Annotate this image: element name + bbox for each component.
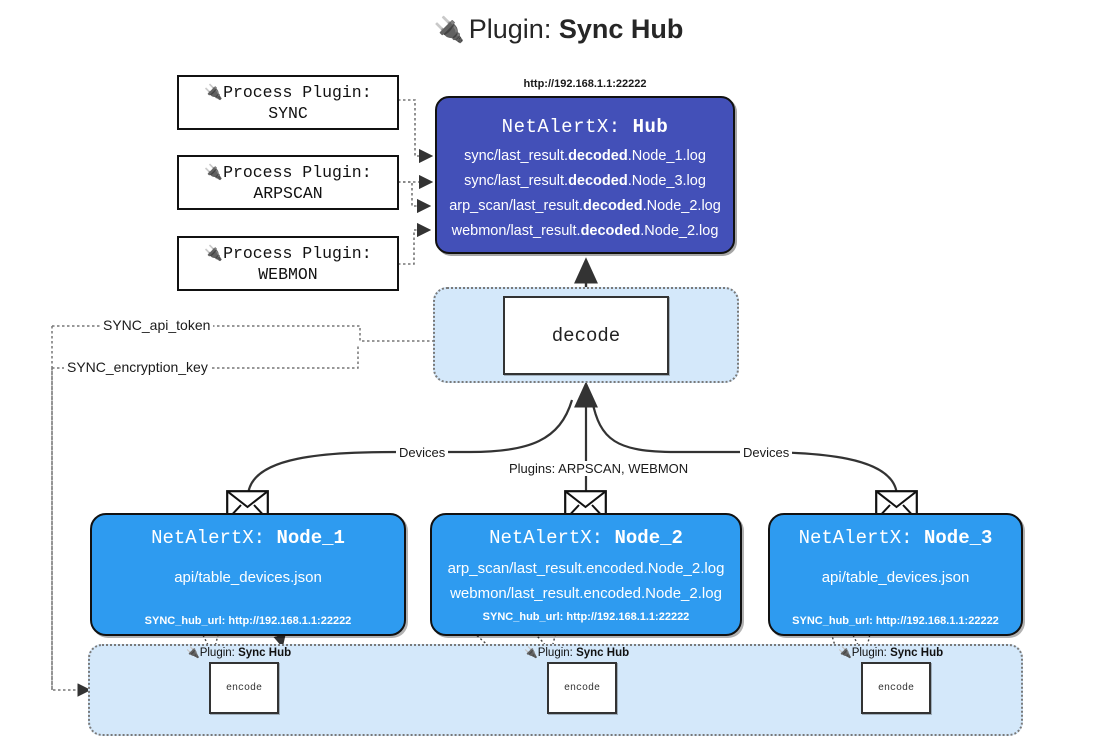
log-emphasis: decoded [582, 198, 643, 214]
node-card-node-3[interactable]: NetAlertX: Node_3 api/table_devices.json… [768, 513, 1023, 636]
process-plugin-webmon-box[interactable]: 🔌Process Plugin: WEBMON [177, 236, 399, 291]
node-title: NetAlertX: Node_1 [92, 527, 404, 549]
log-post: .Node_2.log [642, 198, 721, 214]
hub-log-list: sync/last_result.decoded.Node_1.log sync… [437, 144, 733, 244]
log-pre: sync/last_result. [464, 148, 569, 164]
hub-title: NetAlertX: Hub [437, 116, 733, 138]
node-title-name: Node_1 [276, 527, 345, 549]
page-title-name: Sync Hub [558, 14, 684, 44]
log-emphasis: decoded [568, 148, 628, 164]
sync-api-token-label: SYNC_api_token [100, 317, 214, 333]
hub-log-item: sync/last_result.decoded.Node_3.log [437, 169, 733, 194]
encoder-plugin-label-2: 🔌Plugin: Sync Hub [524, 646, 629, 659]
process-plugin-name: SYNC [268, 103, 308, 123]
process-plugin-name: WEBMON [258, 264, 318, 284]
node-title-name: Node_3 [924, 527, 993, 549]
process-plugin-name: ARPSCAN [253, 183, 323, 203]
plug-icon: 🔌 [186, 646, 200, 659]
log-post: .Node_1.log [627, 148, 706, 164]
log-pre: webmon/last_result. [451, 223, 581, 239]
page-title: 🔌Plugin: Sync Hub [0, 14, 1117, 45]
encode-box-1[interactable]: encode [209, 662, 279, 714]
process-plugin-label: Process Plugin: [223, 82, 372, 102]
node-line: api/table_devices.json [821, 569, 970, 586]
encode-box-3[interactable]: encode [861, 662, 931, 714]
hub-title-prefix: NetAlertX: [501, 116, 621, 138]
encoder-name: Sync Hub [576, 647, 630, 659]
process-plugin-sync-box[interactable]: 🔌Process Plugin: SYNC [177, 75, 399, 130]
node-title-prefix: NetAlertX: [798, 527, 913, 549]
plug-icon: 🔌 [204, 162, 224, 181]
decode-box[interactable]: decode [503, 296, 669, 375]
log-post: .Node_2.log [640, 223, 719, 239]
sync-encryption-key-label: SYNC_encryption_key [64, 359, 211, 375]
log-pre: sync/last_result. [464, 173, 569, 189]
hub-url-label: http://192.168.1.1:22222 [523, 78, 647, 90]
process-plugin-arpscan-box[interactable]: 🔌Process Plugin: ARPSCAN [177, 155, 399, 210]
plug-icon: 🔌 [433, 16, 465, 44]
encoder-prefix: Plugin: [537, 647, 573, 659]
process-plugin-label: Process Plugin: [223, 243, 372, 263]
plug-icon: 🔌 [204, 82, 224, 101]
edge-label-devices-right: Devices [740, 445, 793, 460]
page-title-prefix: Plugin: [468, 14, 552, 44]
hub-title-name: Hub [632, 116, 669, 138]
plug-icon: 🔌 [838, 646, 852, 659]
node-title: NetAlertX: Node_3 [770, 527, 1021, 549]
node-title: NetAlertX: Node_2 [432, 527, 740, 549]
node-card-node-1[interactable]: NetAlertX: Node_1 api/table_devices.json… [90, 513, 406, 636]
node-hub-url-label: SYNC_hub_url: http://192.168.1.1:22222 [482, 611, 690, 623]
encoder-plugin-label-3: 🔌Plugin: Sync Hub [838, 646, 943, 659]
edge-label-devices-left: Devices [396, 445, 449, 460]
log-pre: arp_scan/last_result. [449, 198, 583, 214]
log-emphasis: decoded [568, 173, 628, 189]
encoder-prefix: Plugin: [199, 647, 235, 659]
encoder-name: Sync Hub [238, 647, 292, 659]
plug-icon: 🔌 [524, 646, 538, 659]
node-title-prefix: NetAlertX: [151, 527, 266, 549]
encoder-plugin-label-1: 🔌Plugin: Sync Hub [186, 646, 291, 659]
node-hub-url-label: SYNC_hub_url: http://192.168.1.1:22222 [792, 615, 999, 627]
log-post: .Node_3.log [627, 173, 706, 189]
encoder-name: Sync Hub [890, 647, 944, 659]
hub-card[interactable]: NetAlertX: Hub sync/last_result.decoded.… [435, 96, 735, 254]
encode-box-2[interactable]: encode [547, 662, 617, 714]
node-title-prefix: NetAlertX: [489, 527, 604, 549]
encoder-prefix: Plugin: [851, 647, 887, 659]
node-line: arp_scan/last_result.encoded.Node_2.log [447, 560, 725, 577]
node-hub-url-label: SYNC_hub_url: http://192.168.1.1:22222 [144, 615, 352, 627]
node-line: webmon/last_result.encoded.Node_2.log [450, 585, 722, 602]
node-card-node-2[interactable]: NetAlertX: Node_2 arp_scan/last_result.e… [430, 513, 742, 636]
hub-log-item: webmon/last_result.decoded.Node_2.log [437, 219, 733, 244]
node-line: api/table_devices.json [174, 569, 322, 586]
log-emphasis: decoded [580, 223, 641, 239]
process-plugin-label: Process Plugin: [223, 162, 372, 182]
node-title-name: Node_2 [614, 527, 683, 549]
hub-log-item: sync/last_result.decoded.Node_1.log [437, 144, 733, 169]
hub-log-item: arp_scan/last_result.decoded.Node_2.log [437, 194, 733, 219]
edge-label-plugins: Plugins: ARPSCAN, WEBMON [506, 461, 692, 476]
plug-icon: 🔌 [204, 243, 224, 262]
